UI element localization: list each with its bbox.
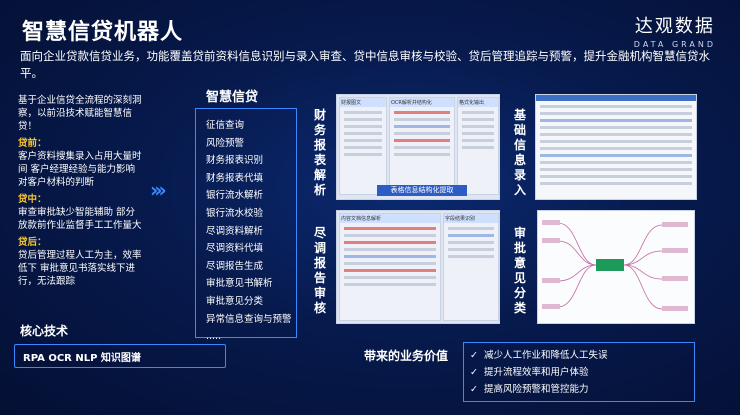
mid-loan-label: 贷中： — [18, 194, 47, 205]
label-caiwu: 财务报表解析 — [313, 108, 326, 197]
screen-caption: 表格信息结构化提取 — [377, 185, 467, 196]
value-item: ✓ 减少人工作业和降低人工失误 — [470, 347, 694, 364]
zhihui-item: 尽调报告生成 — [206, 260, 264, 272]
zhihui-item: 财务报表代填 — [206, 172, 264, 184]
zhihui-item: 财务报表识别 — [206, 155, 264, 167]
approval-mindmap-screenshot — [537, 210, 695, 324]
screen-tab-3: 格式化输出 — [458, 98, 498, 107]
screen-panel-1: 财报图文 — [339, 97, 387, 195]
brand-logo: 达观数据 DATA GRAND — [634, 12, 716, 49]
brand-name: 达观数据 — [634, 16, 715, 37]
screen-panel-3: 格式化输出 — [457, 97, 499, 195]
pain-points: 基于企业信贷全流程的深刻洞察，以前沿技术赋能智慧信贷！ 贷前： 客户资料搜集录入… — [18, 94, 143, 292]
core-tech-title: 核心技术 — [20, 324, 69, 338]
value-box: ✓ 减少人工作业和降低人工失误 ✓ 提升流程效率和用户体验 ✓ 提高风险预警和管控能力 — [463, 342, 695, 402]
value-item: ✓ 提升流程效率和用户体验 — [470, 364, 694, 381]
basic-info-screenshot — [535, 94, 697, 200]
zhihui-item: 审批意见分类 — [206, 295, 264, 307]
zhihui-item: 银行流水校验 — [206, 207, 264, 219]
zhihui-list-box: 征信查询风险预警财务报表识别财务报表代填银行流水解析银行流水校验尽调资料解析尽调… — [195, 108, 297, 342]
value-item-text: 提高风险预警和管控能力 — [483, 384, 589, 395]
zhihui-item: 尽调资料代填 — [206, 243, 264, 255]
pre-loan-text: 客户资料搜集录入占用大量时间 客户经理经验与能力影响对客户材料的判断 — [18, 151, 142, 188]
due-diligence-screenshot: 内容文档信息解析 字段结果识别 — [336, 210, 500, 324]
pain-summary: 基于企业信贷全流程的深刻洞察，以前沿技术赋能智慧信贷！ — [18, 95, 142, 132]
mindmap-graphic — [542, 220, 688, 311]
dd-tab-2: 字段结果识别 — [444, 214, 498, 223]
screen-tab-2: OCR解析并结构化 — [390, 98, 454, 107]
value-title: 带来的业务价值 — [364, 349, 449, 363]
check-icon: ✓ — [470, 350, 478, 361]
value-item-text: 提升流程效率和用户体验 — [483, 367, 589, 378]
value-item: ✓ 提高风险预警和管控能力 — [470, 381, 694, 398]
core-tech-items: RPA OCR NLP 知识图谱 — [23, 353, 141, 364]
check-icon: ✓ — [470, 367, 478, 378]
post-loan-text: 贷后管理过程人工为主，效率低下 审批意见书落实线下进行，无法跟踪 — [18, 250, 142, 287]
label-shenpi: 审批意见分类 — [513, 226, 526, 315]
value-item-text: 减少人工作业和降低人工失误 — [483, 350, 608, 361]
core-tech-box: RPA OCR NLP 知识图谱 — [14, 344, 226, 368]
zhihui-item: 审批意见书解析 — [206, 278, 273, 290]
post-loan-label: 贷后： — [18, 237, 47, 248]
intro-text: 面向企业贷款信贷业务，功能覆盖贷前资料信息识别与录入审查、贷中信息审核与校验、贷… — [20, 49, 710, 80]
zhihui-item: 尽调资料解析 — [206, 225, 264, 237]
pre-loan-label: 贷前： — [18, 138, 47, 149]
zhihui-item: 银行流水解析 — [206, 190, 264, 202]
zhihui-item: ..... — [206, 331, 222, 343]
financial-screenshot: 财报图文 OCR解析并结构化 格式化输出 表格信息结构化提取 — [336, 94, 500, 200]
chevron-right-icon: ››› — [150, 178, 167, 202]
page-title: 智慧信贷机器人 — [22, 20, 184, 45]
dd-tab-1: 内容文档信息解析 — [340, 214, 440, 223]
brand-subtitle: DATA GRAND — [633, 40, 716, 49]
screen-panel-2: OCR解析并结构化 — [389, 97, 455, 195]
label-jindiao: 尽调报告审核 — [313, 226, 326, 315]
dd-panel-1: 内容文档信息解析 — [339, 213, 441, 321]
dd-panel-2: 字段结果识别 — [443, 213, 499, 321]
label-jichu: 基础信息录入 — [513, 108, 526, 197]
zhihui-item: 征信查询 — [206, 120, 245, 131]
zhihui-item: 风险预警 — [206, 137, 245, 149]
zhihui-item: 异常信息查询与预警 — [206, 313, 292, 325]
screen-tab-1: 财报图文 — [340, 98, 386, 107]
zhihui-title: 智慧信贷 — [206, 90, 259, 105]
mid-loan-text: 审查审批缺少智能辅助 部分放款前作业监督手工工作量大 — [18, 207, 142, 231]
check-icon: ✓ — [470, 384, 478, 395]
